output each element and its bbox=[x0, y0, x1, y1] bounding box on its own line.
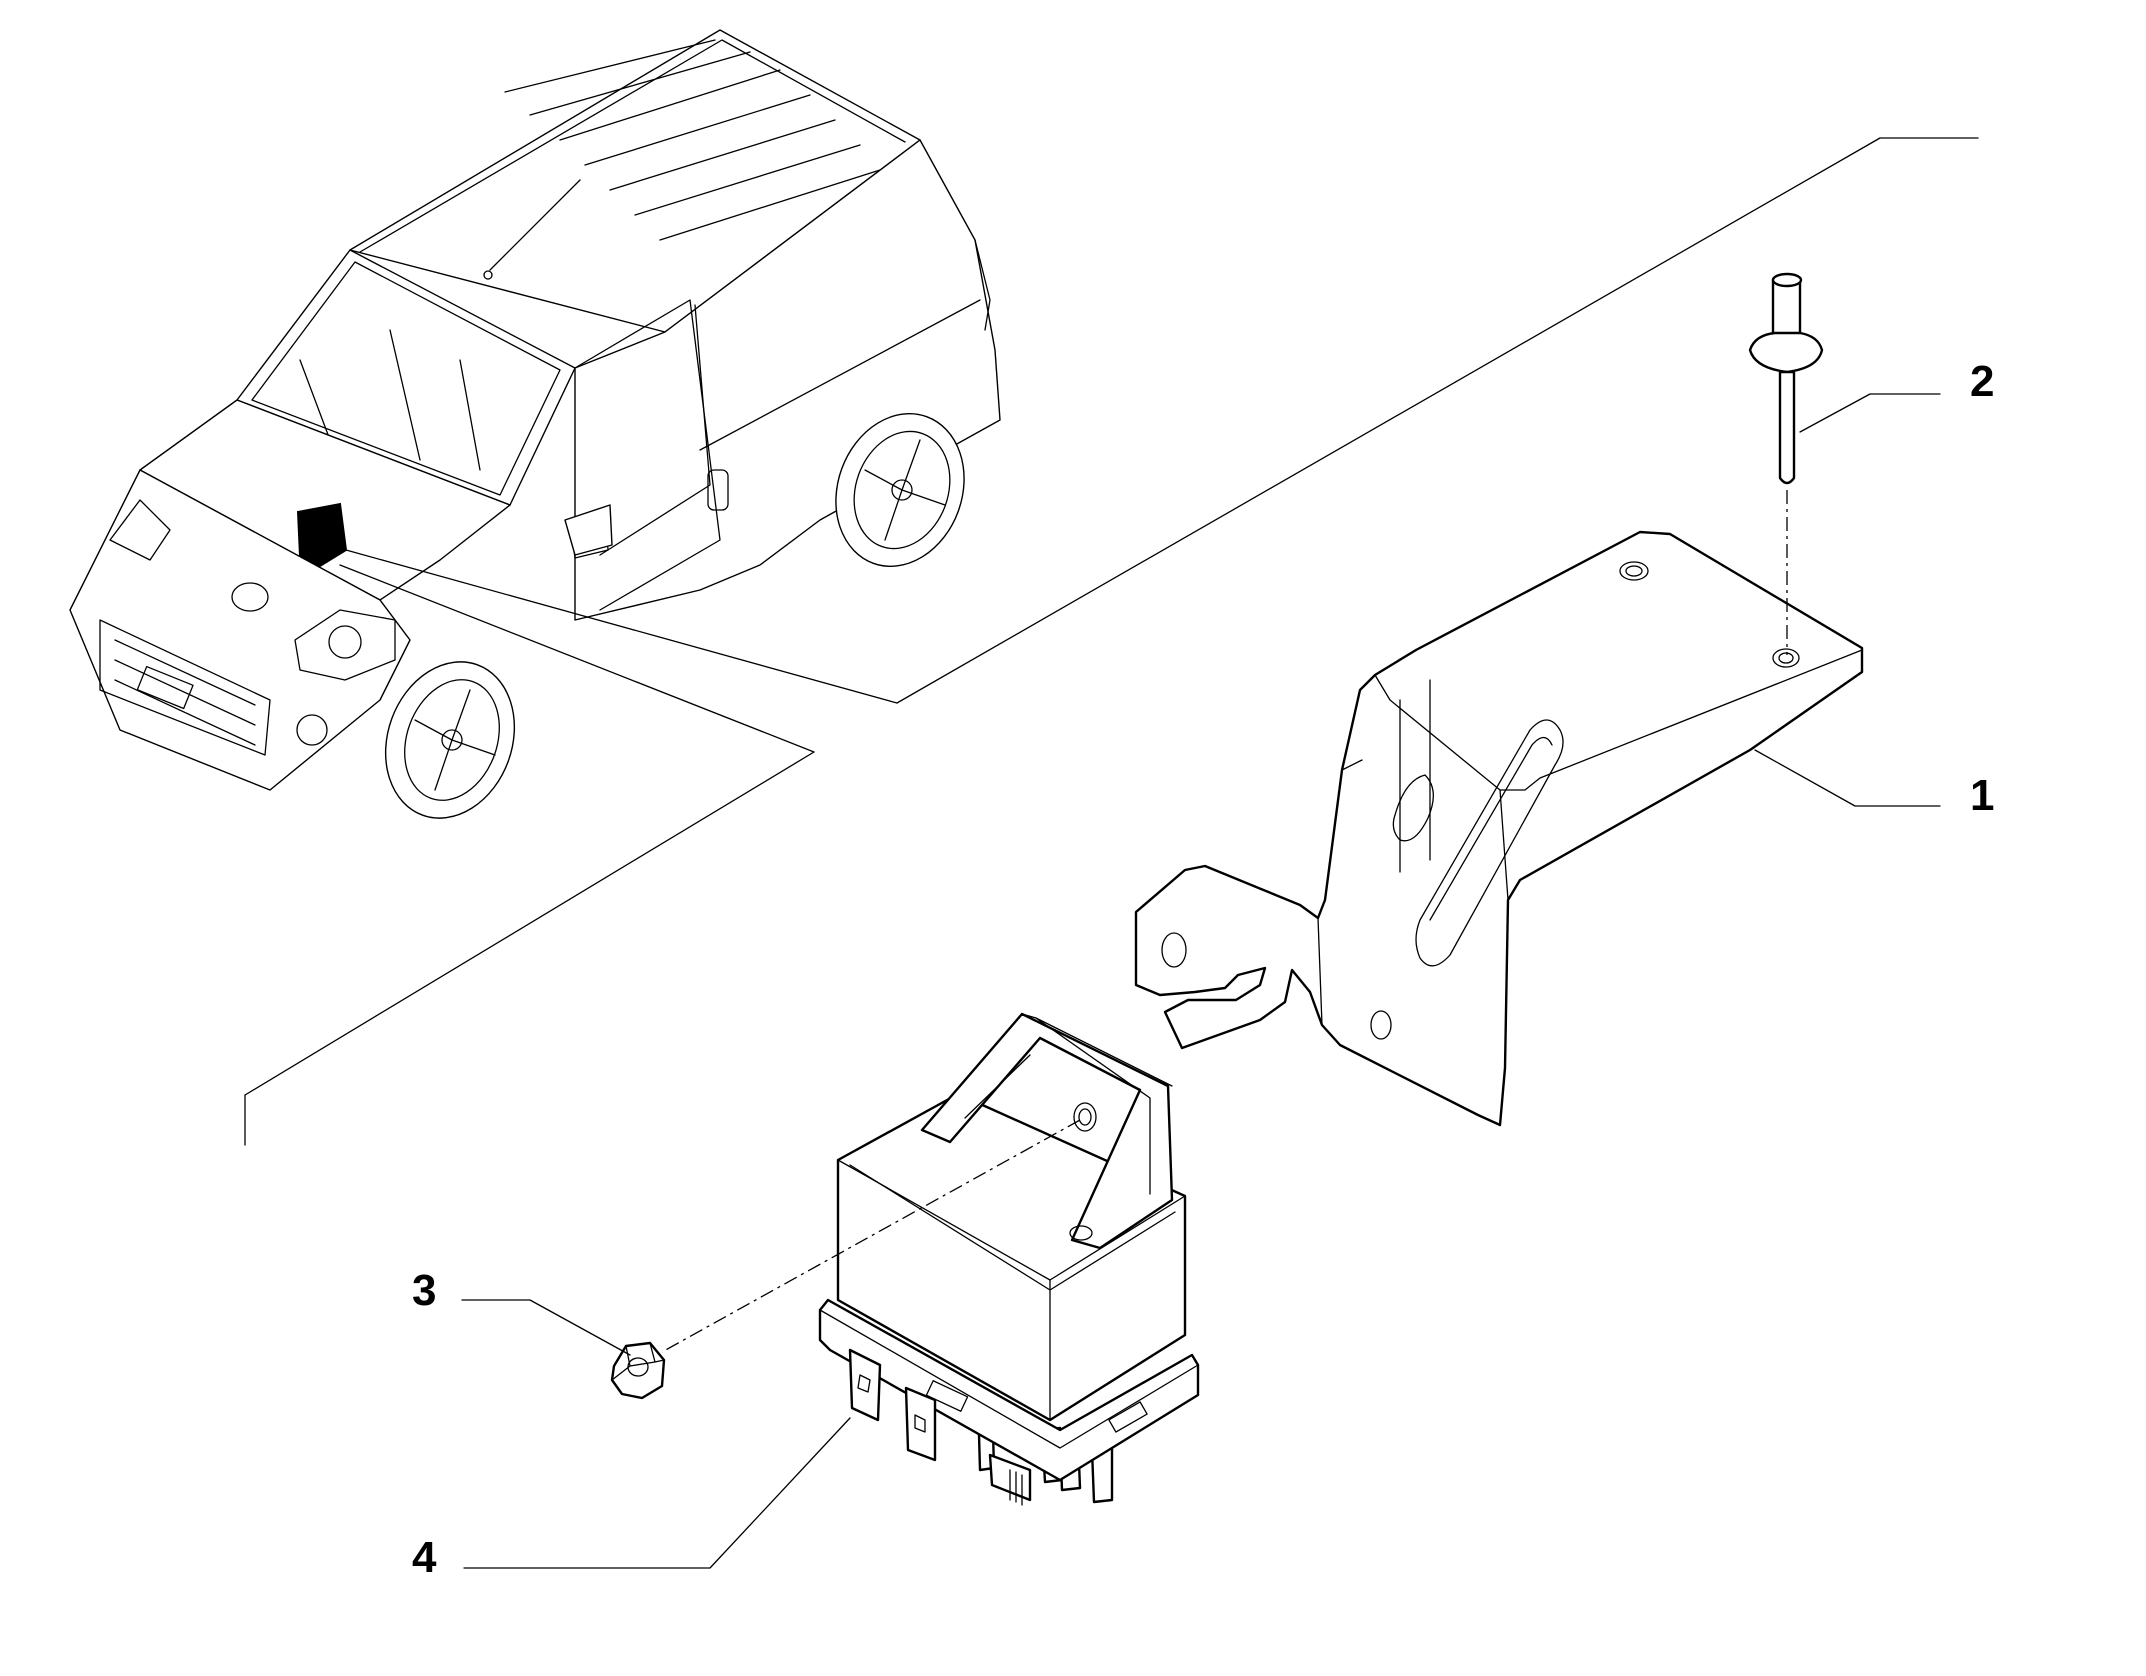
nut bbox=[610, 1341, 666, 1400]
callout-1: 1 bbox=[1970, 771, 1994, 820]
rivet bbox=[1748, 272, 1824, 655]
vehicle-icon bbox=[69, 29, 1001, 819]
callout-4: 4 bbox=[412, 1533, 437, 1582]
callout-2: 2 bbox=[1970, 357, 1994, 406]
detail-frame-lines bbox=[244, 137, 1979, 1146]
relay bbox=[661, 1012, 1200, 1506]
leader-lines bbox=[461, 393, 1941, 1569]
callout-3: 3 bbox=[412, 1266, 436, 1315]
bracket bbox=[1134, 530, 1864, 1127]
